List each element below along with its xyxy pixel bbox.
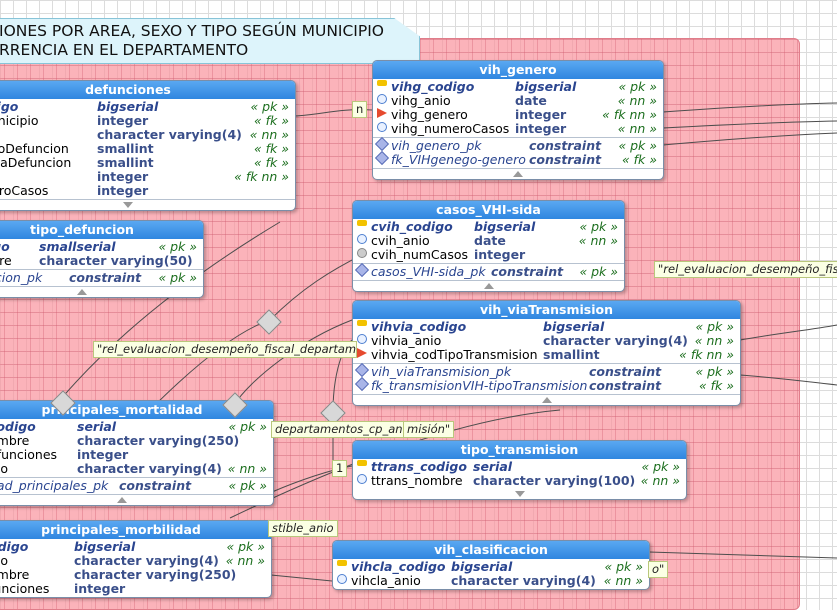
column-row[interactable]: digosmallserial« pk » bbox=[0, 239, 197, 254]
entity-title: principales_morbilidad bbox=[0, 521, 271, 539]
column-icon bbox=[357, 248, 367, 258]
constraint-icon bbox=[374, 150, 390, 166]
chevron-down-icon bbox=[514, 491, 525, 497]
entity-title: tipo_defuncion bbox=[0, 221, 203, 239]
entity-title: casos_VHI-sida bbox=[353, 201, 624, 219]
relationship-label[interactable]: "rel_evaluacion_desempeño_fiscal_departa… bbox=[93, 341, 357, 358]
column-icon bbox=[337, 574, 347, 584]
column-icon bbox=[357, 474, 367, 484]
relationship-label[interactable]: misión" bbox=[403, 421, 455, 438]
entity-title: vih_clasificacion bbox=[333, 541, 649, 559]
key-icon bbox=[357, 220, 367, 226]
chevron-up-icon bbox=[117, 497, 127, 503]
column-icon bbox=[377, 94, 387, 104]
collapse-toggle[interactable] bbox=[0, 200, 295, 210]
column-icon bbox=[357, 334, 367, 344]
entity-tipo-defuncion[interactable]: tipo_defuncion digosmallserial« pk » mbr… bbox=[0, 220, 204, 298]
entity-title: defunciones bbox=[0, 81, 295, 99]
relationship-label[interactable]: "rel_evaluacion_desempeño_fiscal bbox=[654, 261, 837, 278]
collapse-toggle[interactable] bbox=[353, 489, 686, 499]
entity-title: vih_genero bbox=[373, 61, 663, 79]
entity-title: tipo_transmision bbox=[353, 441, 686, 459]
relationship-label[interactable]: o" bbox=[648, 561, 669, 578]
column-row[interactable]: efuncionesinteger bbox=[0, 447, 129, 462]
column-row[interactable]: AreaDefuncionsmallint« fk » bbox=[0, 155, 289, 170]
collapse-toggle[interactable] bbox=[373, 169, 663, 179]
foreign-key-arrow-icon bbox=[377, 108, 387, 118]
foreign-key-arrow-icon bbox=[357, 348, 367, 358]
column-row[interactable]: funcionesinteger bbox=[0, 581, 126, 596]
cardinality-label: 1 bbox=[332, 460, 348, 477]
title-line-1: IONES POR AREA, SEXO Y TIPO SEGÚN MUNICI… bbox=[0, 22, 384, 40]
constraint-icon bbox=[354, 362, 370, 378]
column-row[interactable]: Municipiointeger« fk » bbox=[0, 113, 289, 128]
key-icon bbox=[357, 460, 367, 466]
collapse-toggle[interactable] bbox=[0, 287, 203, 297]
chevron-up-icon bbox=[513, 171, 523, 177]
chevron-up-icon bbox=[483, 283, 494, 289]
relationship-label[interactable]: stible_anio bbox=[268, 520, 338, 537]
entity-title: vih_viaTransmision bbox=[353, 301, 740, 319]
key-icon bbox=[337, 560, 347, 566]
key-icon bbox=[357, 320, 367, 326]
column-icon bbox=[357, 234, 367, 244]
chevron-up-icon bbox=[541, 397, 552, 403]
constraint-icon bbox=[374, 136, 390, 152]
collapse-toggle[interactable] bbox=[353, 281, 624, 291]
collapse-toggle[interactable] bbox=[0, 495, 273, 505]
column-icon bbox=[377, 122, 387, 132]
constraint-icon bbox=[354, 376, 370, 392]
cardinality-label: n bbox=[352, 101, 368, 118]
column-row[interactable]: TipoDefuncionsmallint« fk » bbox=[0, 141, 289, 156]
chevron-down-icon bbox=[123, 202, 133, 208]
key-icon bbox=[377, 80, 387, 86]
collapse-toggle[interactable] bbox=[353, 395, 740, 405]
constraint-icon bbox=[354, 262, 370, 278]
relationship-label[interactable]: departamentos_cp_anio" bbox=[271, 421, 423, 438]
title-note: IONES POR AREA, SEXO Y TIPO SEGÚN MUNICI… bbox=[0, 18, 420, 64]
column-row[interactable]: character varying(4)« nn » bbox=[97, 127, 289, 142]
chevron-up-icon bbox=[77, 289, 87, 295]
title-line-2: RRENCIA EN EL DEPARTAMENTO bbox=[0, 41, 249, 59]
